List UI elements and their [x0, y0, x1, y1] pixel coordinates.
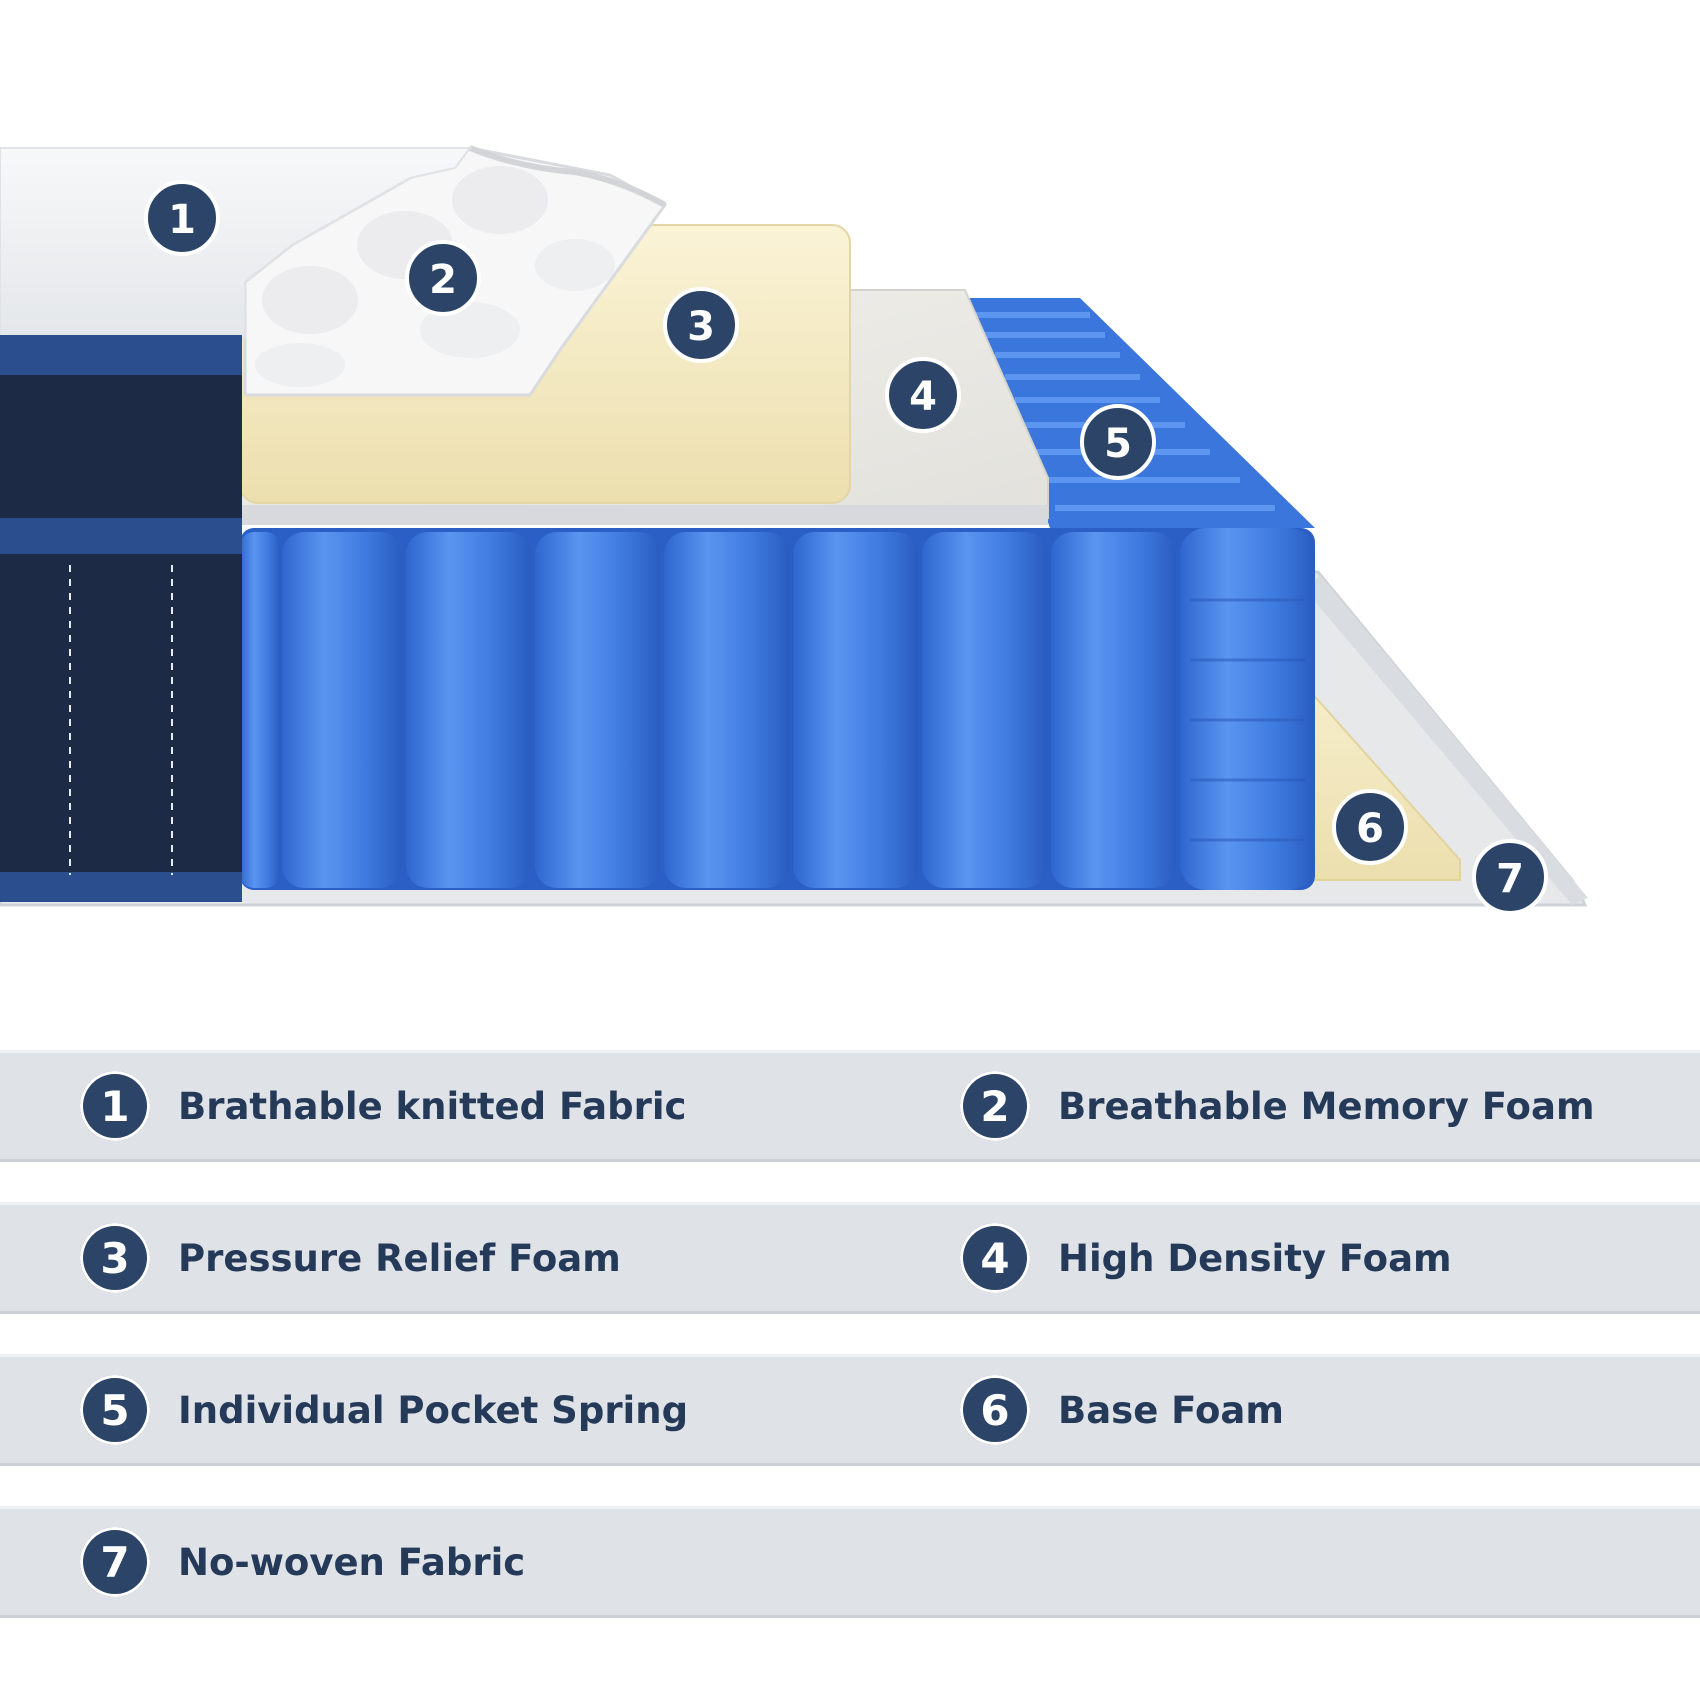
legend-badge-1: 1 — [80, 1071, 150, 1141]
marker-7: 7 — [1472, 839, 1548, 915]
legend-badge-6: 6 — [960, 1375, 1030, 1445]
marker-3: 3 — [663, 287, 739, 363]
mattress-side-cover — [0, 335, 242, 902]
marker-6-number: 6 — [1356, 806, 1384, 852]
legend-item-1: 1 Brathable knitted Fabric — [80, 1053, 686, 1159]
legend-band-1: 1 Brathable knitted Fabric 2 Breathable … — [0, 1050, 1700, 1162]
marker-4-number: 4 — [909, 374, 937, 420]
legend-badge-4: 4 — [960, 1223, 1030, 1293]
legend-label-3: Pressure Relief Foam — [178, 1236, 621, 1280]
legend-label-2: Breathable Memory Foam — [1058, 1084, 1595, 1128]
legend-badge-5: 5 — [80, 1375, 150, 1445]
legend-item-7: 7 No-woven Fabric — [80, 1509, 525, 1615]
legend-item-2: 2 Breathable Memory Foam — [960, 1053, 1595, 1159]
marker-5: 5 — [1080, 404, 1156, 480]
marker-4: 4 — [885, 357, 961, 433]
legend-badge-2: 2 — [960, 1071, 1030, 1141]
legend-band-2: 3 Pressure Relief Foam 4 High Density Fo… — [0, 1202, 1700, 1314]
spring-coil — [240, 532, 280, 888]
layer-5-pocket-springs — [240, 528, 1315, 890]
marker-1-number: 1 — [168, 197, 196, 243]
legend-badge-7: 7 — [80, 1527, 150, 1597]
legend-item-6: 6 Base Foam — [960, 1357, 1284, 1463]
legend-band-4: 7 No-woven Fabric — [0, 1506, 1700, 1618]
spring-coil — [1051, 532, 1176, 888]
layer-7-edge — [1305, 575, 1588, 905]
spring-coil — [664, 532, 789, 888]
marker-7-number: 7 — [1496, 856, 1524, 902]
legend-item-3: 3 Pressure Relief Foam — [80, 1205, 621, 1311]
spring-coil — [406, 532, 531, 888]
marker-3-number: 3 — [687, 304, 715, 350]
legend-item-4: 4 High Density Foam — [960, 1205, 1452, 1311]
spring-coil — [1180, 528, 1315, 890]
legend-label-7: No-woven Fabric — [178, 1540, 526, 1584]
spring-coil — [282, 532, 402, 888]
legend-badge-3: 3 — [80, 1223, 150, 1293]
spring-coil — [922, 532, 1047, 888]
layer-4-edge — [240, 505, 1048, 525]
marker-5-number: 5 — [1104, 421, 1132, 467]
marker-1: 1 — [144, 180, 220, 256]
legend-band-3: 5 Individual Pocket Spring 6 Base Foam — [0, 1354, 1700, 1466]
legend-item-5: 5 Individual Pocket Spring — [80, 1357, 688, 1463]
legend-label-4: High Density Foam — [1058, 1236, 1452, 1280]
legend-label-6: Base Foam — [1058, 1388, 1284, 1432]
spring-coil — [535, 532, 660, 888]
spring-coil — [793, 532, 918, 888]
marker-2: 2 — [405, 240, 481, 316]
marker-2-number: 2 — [429, 257, 457, 303]
mattress-cross-section-diagram: 1 2 3 4 5 6 7 — [0, 145, 1588, 915]
legend-label-5: Individual Pocket Spring — [178, 1388, 689, 1432]
marker-6: 6 — [1332, 789, 1408, 865]
legend-label-1: Brathable knitted Fabric — [178, 1084, 687, 1128]
